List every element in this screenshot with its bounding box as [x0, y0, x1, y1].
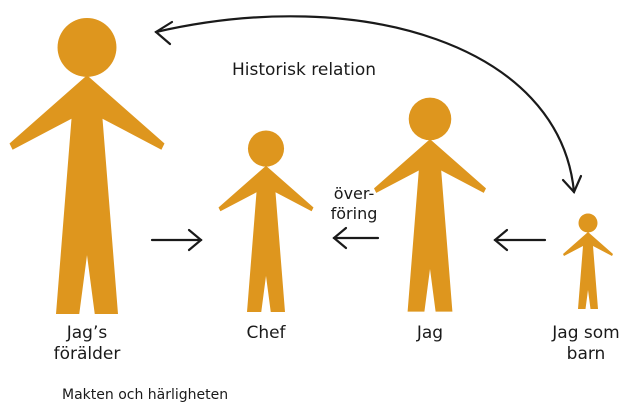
transfer-label: över- föring [318, 184, 390, 224]
figure-body [9, 75, 165, 314]
arrow-child-to-me [493, 228, 547, 252]
relation-label: Historisk relation [232, 60, 377, 80]
figure-head [247, 130, 285, 167]
figure-label-child: Jag som barn [546, 323, 626, 365]
arrow-me-to-boss [332, 226, 380, 250]
historic-relation-arrow [154, 15, 583, 194]
figure-parent [9, 17, 165, 314]
caption: Makten och härligheten [62, 387, 229, 403]
figure-label-line: Jag’s [66, 323, 108, 343]
figure-me [374, 97, 486, 312]
transfer-label-line: föring [330, 204, 378, 223]
figure-body [563, 232, 613, 309]
arrow-parent-to-boss [150, 228, 203, 252]
figure-label-me: Jag [400, 323, 460, 344]
figure-label-parent: Jag’s förälder [42, 323, 132, 365]
figure-label-line: Jag [416, 323, 444, 343]
figure-label-line: Chef [246, 323, 286, 343]
transfer-label-line: över- [333, 184, 375, 203]
figure-label-boss: Chef [226, 323, 306, 344]
figure-head [578, 213, 598, 233]
figure-head [57, 17, 117, 77]
figure-label-line: barn [566, 344, 606, 364]
figure-label-line: förälder [53, 344, 121, 364]
figure-boss [218, 130, 314, 312]
figure-body [374, 139, 486, 312]
figure-label-line: Jag som [552, 323, 620, 343]
figure-child [563, 213, 613, 309]
figure-body [218, 165, 314, 312]
figure-head [408, 97, 452, 141]
